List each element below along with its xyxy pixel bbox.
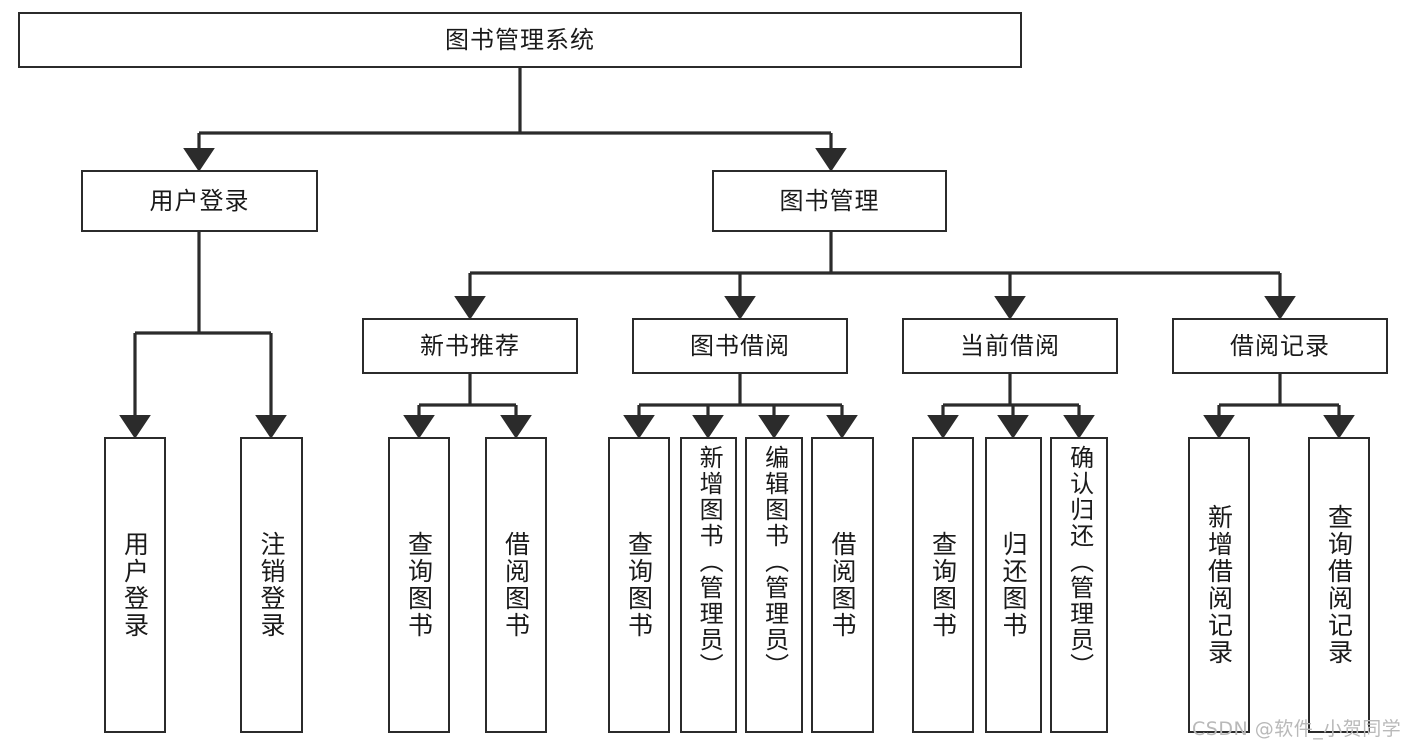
node-book-borrow-label: 图书借阅 xyxy=(690,331,790,360)
node-current-borrow[interactable]: 当前借阅 xyxy=(902,318,1118,374)
node-book-borrow[interactable]: 图书借阅 xyxy=(632,318,848,374)
leaf-logout[interactable]: 注销登录 xyxy=(240,437,303,733)
leaf-add-book-admin-label: 新增图书（管理员） xyxy=(695,445,724,679)
node-book-management-label: 图书管理 xyxy=(779,186,880,215)
node-book-management[interactable]: 图书管理 xyxy=(712,170,947,232)
leaf-query-book-current[interactable]: 查询图书 xyxy=(912,437,974,733)
leaf-borrow-book-recommend-label: 借阅图书 xyxy=(501,531,531,639)
leaf-edit-book-admin[interactable]: 编辑图书（管理员） xyxy=(745,437,803,733)
watermark-text: CSDN @软件_小贺同学 xyxy=(1192,718,1402,740)
leaf-query-borrow-record[interactable]: 查询借阅记录 xyxy=(1308,437,1370,733)
node-root[interactable]: 图书管理系统 xyxy=(18,12,1022,68)
leaf-query-book-recommend-label: 查询图书 xyxy=(404,531,434,639)
node-user-login-label: 用户登录 xyxy=(149,186,250,215)
node-new-book-recommend[interactable]: 新书推荐 xyxy=(362,318,578,374)
leaf-user-login[interactable]: 用户登录 xyxy=(104,437,166,733)
leaf-borrow-book[interactable]: 借阅图书 xyxy=(811,437,874,733)
leaf-confirm-return-admin-label: 确认归还（管理员） xyxy=(1065,445,1094,679)
leaf-query-book-current-label: 查询图书 xyxy=(928,531,958,639)
leaf-return-book-label: 归还图书 xyxy=(999,531,1028,639)
node-new-book-recommend-label: 新书推荐 xyxy=(420,331,520,360)
leaf-user-login-label: 用户登录 xyxy=(120,531,150,639)
leaf-query-book-borrow[interactable]: 查询图书 xyxy=(608,437,670,733)
leaf-query-borrow-record-label: 查询借阅记录 xyxy=(1324,504,1354,666)
node-user-login[interactable]: 用户登录 xyxy=(81,170,318,232)
leaf-add-borrow-record[interactable]: 新增借阅记录 xyxy=(1188,437,1250,733)
node-borrow-record[interactable]: 借阅记录 xyxy=(1172,318,1388,374)
leaf-return-book[interactable]: 归还图书 xyxy=(985,437,1042,733)
leaf-add-book-admin[interactable]: 新增图书（管理员） xyxy=(680,437,737,733)
leaf-add-borrow-record-label: 新增借阅记录 xyxy=(1204,504,1234,666)
node-borrow-record-label: 借阅记录 xyxy=(1230,331,1330,360)
leaf-query-book-recommend[interactable]: 查询图书 xyxy=(388,437,450,733)
leaf-logout-label: 注销登录 xyxy=(257,531,286,639)
leaf-confirm-return-admin[interactable]: 确认归还（管理员） xyxy=(1050,437,1108,733)
leaf-edit-book-admin-label: 编辑图书（管理员） xyxy=(760,445,789,679)
node-current-borrow-label: 当前借阅 xyxy=(960,331,1060,360)
leaf-borrow-book-label: 借阅图书 xyxy=(828,531,857,639)
leaf-query-book-borrow-label: 查询图书 xyxy=(624,531,654,639)
leaf-borrow-book-recommend[interactable]: 借阅图书 xyxy=(485,437,547,733)
node-root-label: 图书管理系统 xyxy=(445,25,595,54)
